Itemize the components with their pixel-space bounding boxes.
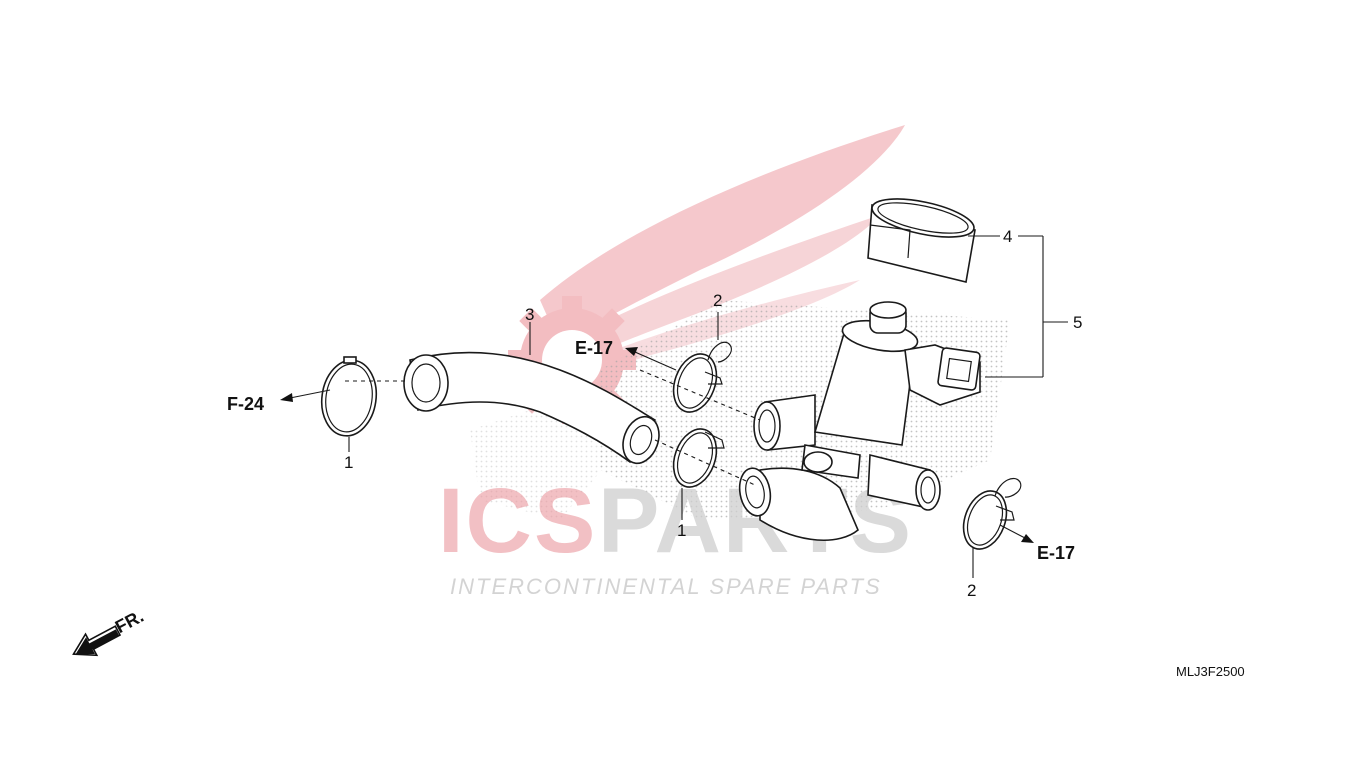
callout-4: 4	[1003, 227, 1012, 246]
front-direction-arrow	[72, 625, 122, 657]
callout-3: 3	[525, 305, 534, 324]
watermark-brand-ics: ICS	[438, 470, 597, 572]
watermark-tagline: INTERCONTINENTAL SPARE PARTS	[450, 574, 882, 599]
reference-f24: F-24	[227, 394, 264, 414]
callout-2-top: 2	[713, 291, 722, 310]
callout-2-bottom: 2	[967, 581, 976, 600]
clip-upper	[672, 341, 732, 413]
air-hose	[403, 351, 660, 465]
callout-1-middle: 1	[677, 521, 686, 540]
reference-e17-left: E-17	[575, 338, 613, 358]
leader-lines	[345, 235, 1068, 578]
valve-mount-rubber	[867, 198, 976, 283]
callout-5: 5	[1073, 313, 1082, 332]
clip-lower	[962, 477, 1022, 550]
hose-clamp-left	[320, 356, 378, 437]
diagram-code: MLJ3F2500	[1176, 664, 1245, 679]
reference-e17-right: E-17	[1037, 543, 1075, 563]
callout-1-left: 1	[344, 453, 353, 472]
air-valve-assembly	[738, 301, 981, 542]
reference-arrows	[280, 347, 1034, 543]
